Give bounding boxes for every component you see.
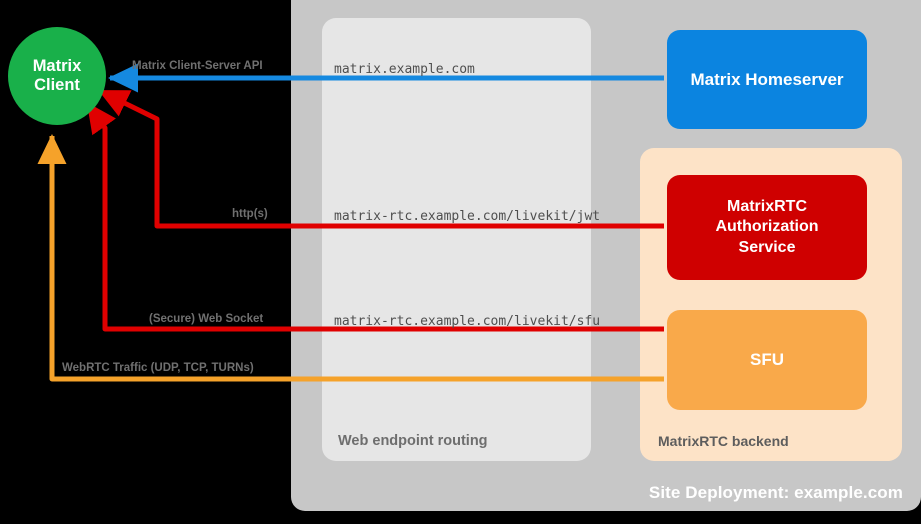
- edge-websocket: [85, 102, 664, 332]
- node-matrixrtc-authorization-service[interactable]: MatrixRTC Authorization Service: [667, 175, 867, 280]
- node-sfu[interactable]: SFU: [667, 310, 867, 410]
- edge-jwt: [98, 88, 664, 229]
- auth-service-line2: Authorization: [715, 218, 819, 236]
- matrix-client-line1: Matrix: [32, 57, 82, 76]
- matrix-homeserver-label: Matrix Homeserver: [690, 69, 844, 89]
- edge-host-cs-api: matrix.example.com: [334, 62, 475, 77]
- web-endpoint-routing-label: Web endpoint routing: [338, 433, 488, 449]
- web-endpoint-routing-panel: Web endpoint routing: [322, 18, 591, 461]
- edge-label-jwt: http(s): [232, 208, 268, 220]
- node-matrix-homeserver[interactable]: Matrix Homeserver: [667, 30, 867, 129]
- edge-webrtc: [37, 133, 664, 382]
- matrix-client-line2: Client: [34, 76, 80, 94]
- edge-label-cs-api: Matrix Client-Server API: [132, 60, 263, 72]
- site-deployment-label: Site Deployment: example.com: [648, 483, 903, 502]
- sfu-label: SFU: [750, 350, 784, 369]
- edge-label-websocket: (Secure) Web Socket: [149, 313, 264, 325]
- auth-service-line1: MatrixRTC: [726, 197, 807, 215]
- edge-label-webrtc: WebRTC Traffic (UDP, TCP, TURNs): [62, 362, 254, 374]
- edge-host-websocket: matrix-rtc.example.com/livekit/sfu: [334, 314, 601, 329]
- matrixrtc-backend-label: MatrixRTC backend: [658, 433, 789, 449]
- node-matrix-client[interactable]: Matrix Client: [8, 27, 106, 125]
- edge-host-jwt: matrix-rtc.example.com/livekit/jwt: [334, 209, 601, 224]
- auth-service-line3: Service: [738, 238, 796, 256]
